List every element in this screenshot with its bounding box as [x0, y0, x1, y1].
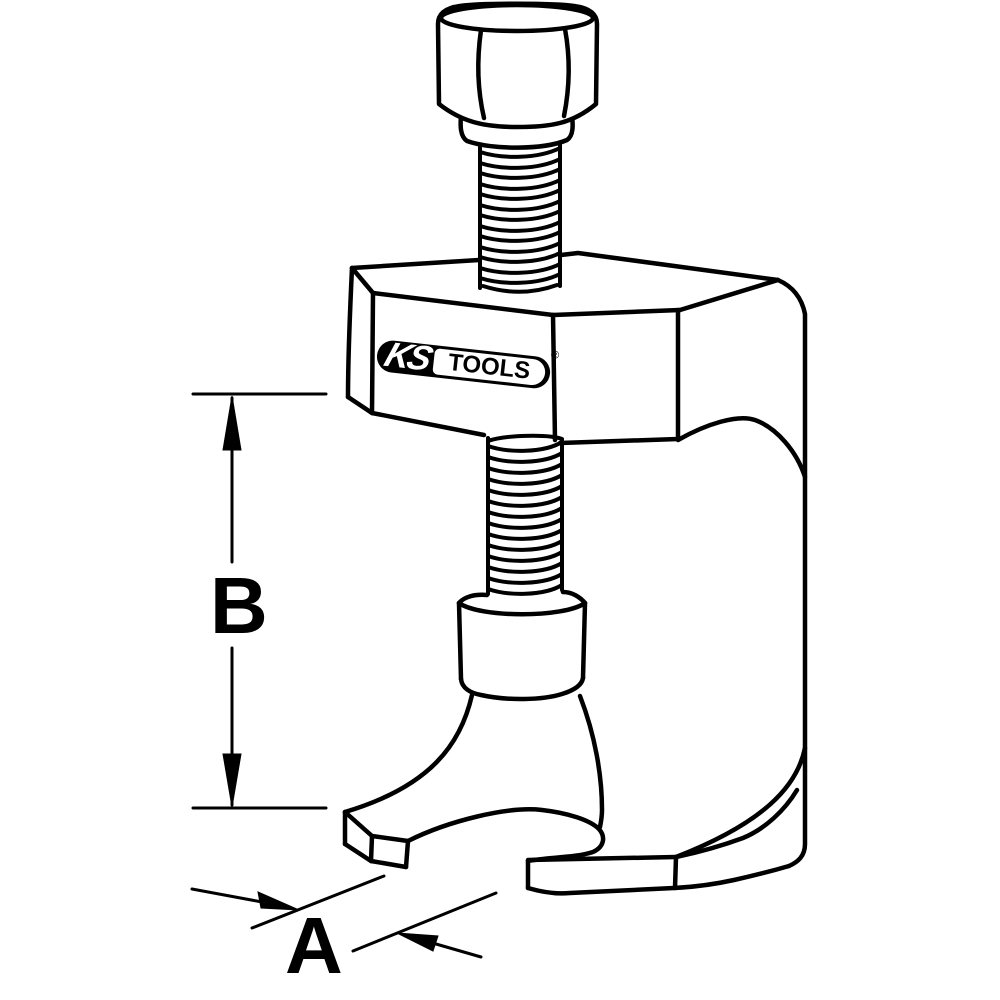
registered-trademark-icon: ®: [550, 349, 560, 362]
dim-b-arrowhead-down: [222, 753, 242, 808]
block-face-divider: [550, 312, 558, 443]
dimension-a: A: [190, 874, 498, 990]
fork-slot-edge: [405, 807, 606, 864]
hex-nut: [435, 1, 600, 130]
leg-left-edge: [342, 692, 475, 815]
dim-a-label: A: [285, 901, 343, 990]
dim-b-arrowhead-up: [222, 395, 242, 451]
dim-b-label: B: [210, 561, 268, 650]
dim-a-arrowhead-left: [257, 891, 300, 911]
dim-a-leader-right: [434, 942, 483, 959]
dim-a-arrowhead-right: [396, 932, 439, 952]
dim-a-leader-left: [190, 887, 264, 904]
logo-tools-text: TOOLS: [446, 348, 532, 385]
nut-top-face: [438, 2, 596, 34]
nut-facet-right-edge: [561, 26, 571, 119]
dimension-b: B: [191, 392, 328, 810]
nut-facet-left-edge: [476, 27, 487, 121]
threaded-spindle-lower: [486, 312, 681, 600]
leg-right-edge: [577, 693, 605, 830]
dim-a-extension-2: [351, 891, 498, 953]
spindle-hole-rim: [481, 283, 559, 294]
logo-ks-text: KS: [379, 334, 435, 378]
pressure-pad: [456, 589, 588, 702]
threaded-spindle-upper: [478, 129, 562, 294]
puller-foot: [342, 692, 800, 896]
block-bottom-right-edge: [557, 436, 681, 446]
tool-head-block: [345, 250, 808, 869]
dim-a-extension-1: [250, 874, 386, 930]
